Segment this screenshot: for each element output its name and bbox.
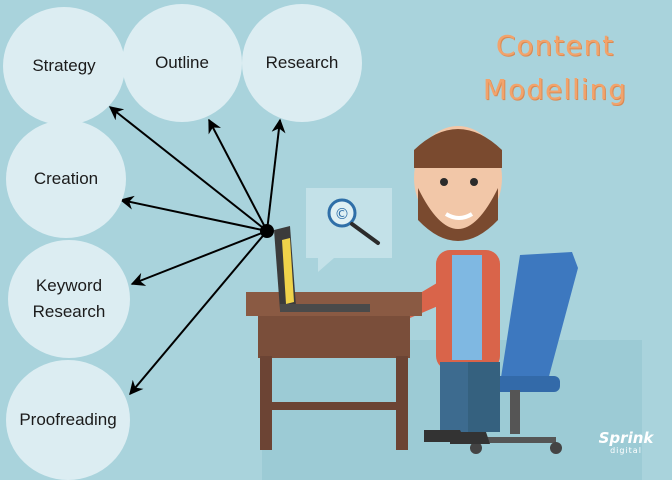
title-line-2: Modelling	[482, 73, 628, 106]
node-strategy: Strategy	[3, 7, 125, 125]
laptop	[274, 226, 370, 312]
node-creation: Creation	[6, 120, 126, 238]
node-outline: Outline	[122, 4, 242, 122]
node-research: Research	[242, 4, 362, 122]
node-label: Creation	[33, 169, 99, 188]
title-line-1: Content	[495, 29, 615, 62]
sprink-logo: Sprink digital	[596, 430, 656, 456]
speech-bubble: ©	[306, 188, 392, 272]
arrow-to-research	[266, 118, 286, 232]
node-label: Research	[265, 53, 339, 72]
arrow-to-outline	[208, 118, 268, 232]
diagram-title: Content Modelling	[470, 24, 640, 112]
arrow-to-proofreading	[129, 230, 268, 396]
node-proofreading: Proofreading	[6, 360, 130, 480]
arrow-to-keyword-research	[130, 230, 268, 286]
hub-node	[260, 224, 274, 238]
person	[360, 126, 502, 444]
node-keyword-research: Keyword Research	[8, 240, 130, 358]
logo-line-2: digital	[610, 446, 642, 455]
node-label: Keyword Research	[32, 276, 106, 321]
node-label: Strategy	[32, 56, 96, 75]
logo-line-1: Sprink	[598, 429, 654, 447]
bubble-symbol: ©	[335, 205, 350, 223]
node-label: Proofreading	[19, 410, 117, 429]
arrow-to-strategy	[108, 106, 268, 232]
arrow-to-creation	[119, 195, 268, 232]
node-label: Outline	[155, 53, 209, 72]
